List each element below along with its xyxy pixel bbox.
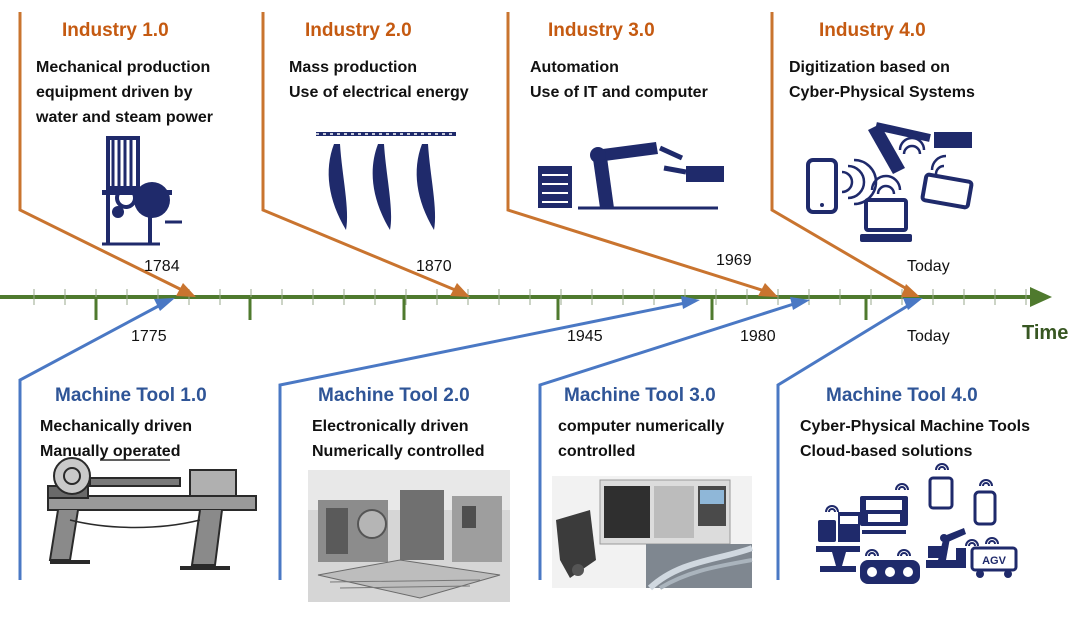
cyber-physical-tools-icon: AGV [816,463,1018,584]
machine-tool-2-title: Machine Tool 2.0 [318,385,470,406]
industry-2-title: Industry 2.0 [305,20,412,41]
machine-tool-1-year: 1775 [131,328,167,345]
machine-tool-2-connector [278,300,691,580]
robot-arm-computer-icon [538,142,724,210]
industry-2-arrowhead [450,283,470,297]
machine-tool-3-title: Machine Tool 3.0 [564,385,716,406]
tablet-icon [928,476,954,510]
machine-tool-4-connector [776,300,915,580]
machine-tool-4-description: Cyber-Physical Machine Tools Cloud-based… [800,418,1030,460]
machine-tool-3-arrowhead [790,297,810,310]
steam-loom-icon [102,136,182,246]
nc-machine-photo [308,470,510,602]
industry-3-title: Industry 3.0 [548,20,655,41]
industry-1-connector [18,12,187,294]
industry-3-connector [506,12,769,294]
industry-4-connector [770,12,913,294]
industry-3-year: 1969 [716,252,752,269]
cnc-display-icon [860,496,908,534]
machine-tool-4-year: Today [907,328,950,345]
industry-arrowheads [176,283,920,297]
timeline-axis [0,287,1052,320]
industry-2-description: Mass production Use of electrical energy [289,59,469,101]
robot-machine-icon [816,512,860,572]
cnc-machine-photo [552,476,754,591]
machine-tool-4-title: Machine Tool 4.0 [826,385,978,406]
industry-1-title: Industry 1.0 [62,20,169,41]
smartphone-icon [973,490,997,526]
connected-devices-icon [806,122,974,242]
machine-tool-arrowheads [154,296,923,311]
agv-icon: AGV [970,546,1018,578]
robot-arm-icon [926,528,966,568]
industry-2-connector [261,12,461,294]
lathe-engraving [47,457,257,570]
machine-tool-1-arrowhead [154,298,175,311]
machine-tool-1-title: Machine Tool 1.0 [55,385,207,406]
industry-4-year: Today [907,258,950,275]
machine-tool-2-description: Electronically driven Numerically contro… [312,418,485,460]
industry-connectors [18,12,913,294]
timeline-minor-ticks [33,289,1027,305]
industry-1-description: Mechanical production equipment driven b… [36,59,213,126]
timeline-major-ticks [94,297,868,320]
machine-tool-connectors [18,300,915,580]
time-axis-label: Time [1022,322,1069,344]
industry-3-description: Automation Use of IT and computer [530,59,708,101]
machine-tool-1-connector [18,300,167,580]
machine-tool-1-description: Mechanically driven Manually operated [40,418,193,460]
industry-4-arrowhead [901,284,920,297]
wifi-icons [825,463,999,557]
industry-1-year: 1784 [144,258,180,275]
industry-3-arrowhead [758,283,778,297]
agv-label: AGV [982,555,1007,567]
industry-1-arrowhead [176,283,196,297]
machine-tool-2-arrowhead [681,296,700,309]
assembly-line-icon [316,132,456,230]
machine-tool-3-year: 1980 [740,328,776,345]
machine-tool-2-year: 1945 [567,328,603,345]
conveyor-icon [860,560,920,584]
machine-tool-4-arrowhead [903,298,923,310]
industry-4-description: Digitization based on Cyber-Physical Sys… [789,59,975,101]
machine-tool-3-description: computer numerically controlled [558,418,725,460]
machine-tool-3-connector [538,300,801,580]
industry-2-year: 1870 [416,258,452,275]
industry-4-title: Industry 4.0 [819,20,926,41]
